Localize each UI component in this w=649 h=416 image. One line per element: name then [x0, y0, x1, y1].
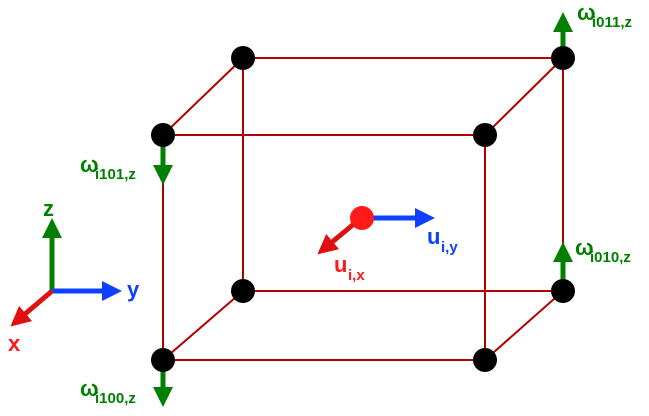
edge-connect-bottom-right [484, 290, 564, 361]
node-back-bottom-right [551, 279, 575, 303]
omega-label-i010: ω i010,z [575, 235, 631, 266]
omega-i101-symbol: ω [80, 152, 99, 177]
edge-connect-top-left [162, 57, 244, 136]
node-back-bottom-left [231, 279, 255, 303]
u-y-subscript: i,y [441, 239, 458, 256]
u-x-subscript: i,x [348, 267, 365, 284]
axis-z-label: z [43, 196, 54, 221]
omega-i100-symbol: ω [80, 376, 99, 401]
omega-i100-subscript: i100,z [95, 390, 136, 407]
node-back-top-left [231, 46, 255, 70]
omega-i011-subscript: i011,z [592, 14, 632, 31]
axis-x-label: x [8, 331, 21, 356]
u-x-symbol: u [334, 252, 347, 277]
axis-x-arrow [10, 289, 54, 327]
edge-connect-top-right [484, 57, 564, 136]
omega-i011-symbol: ω [577, 0, 596, 25]
u-y-symbol: u [427, 224, 440, 249]
node-front-bottom-right [473, 348, 497, 372]
omega-label-i011: ω i011,z [577, 0, 632, 31]
u-y-label: u i,y [427, 224, 458, 256]
node-front-top-right [473, 123, 497, 147]
u-x-label: u i,x [334, 252, 365, 284]
center-point [350, 206, 374, 230]
cube-nodes [151, 46, 575, 372]
node-front-top-left [151, 123, 175, 147]
coordinate-axes [10, 218, 122, 327]
node-front-bottom-left [151, 348, 175, 372]
node-back-top-right [551, 46, 575, 70]
omega-i010-subscript: i010,z [590, 249, 631, 266]
omega-label-i100: ω i100,z [80, 376, 136, 407]
omega-i010-symbol: ω [575, 235, 594, 260]
edge-connect-bottom-left [162, 290, 244, 361]
axis-y-label: y [127, 277, 140, 302]
omega-i101-subscript: i101,z [95, 166, 136, 183]
omega-label-i101: ω i101,z [80, 152, 136, 183]
